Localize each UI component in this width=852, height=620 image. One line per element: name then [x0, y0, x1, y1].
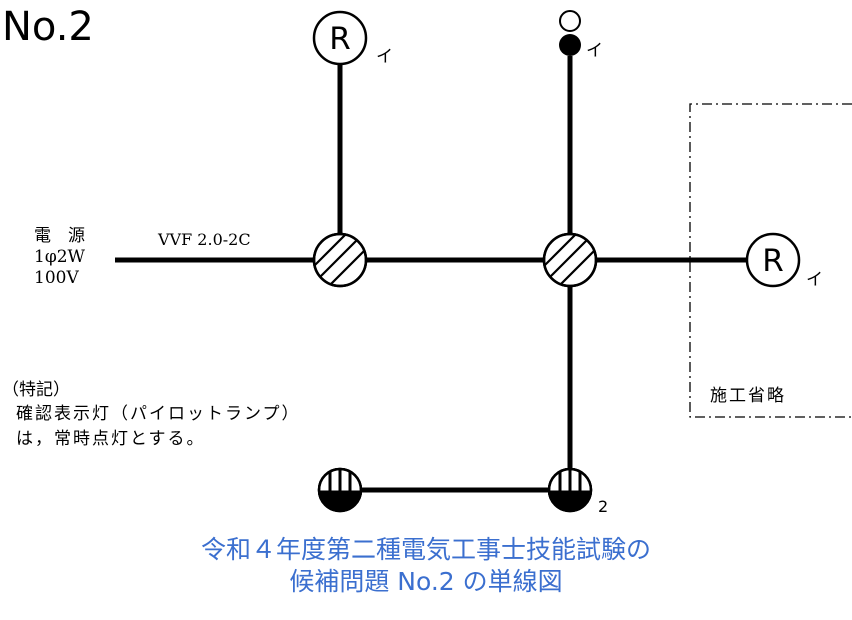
note-heading: （特記）	[2, 380, 70, 400]
junction-box-1	[312, 232, 368, 288]
problem-number: No.2	[2, 4, 94, 50]
switch-icon	[559, 34, 581, 56]
lamp-symbol-right: R	[762, 243, 784, 279]
power-source-title: 電 源	[34, 226, 85, 246]
lamp-symbol-top: R	[329, 21, 351, 57]
junction-box-2	[542, 232, 598, 288]
caption-line-2: 候補問題 No.2 の単線図	[289, 567, 563, 596]
omitted-area-boundary	[689, 103, 852, 418]
power-source-voltage: 100V	[34, 268, 79, 288]
switch-with-pilot-lamp: イ	[559, 10, 603, 61]
note-body: 確認表示灯（パイロットランプ）は，常時点灯とする。	[16, 404, 301, 449]
lamp-switch-ref-right: イ	[806, 270, 823, 290]
lamp-switch-ref-top: イ	[376, 47, 393, 67]
power-source-label: 電 源 1φ2W 100V	[34, 226, 85, 289]
wires	[115, 56, 746, 493]
diagram-caption: 令和４年度第二種電気工事士技能試験の 候補問題 No.2 の単線図	[0, 534, 852, 598]
power-source-phase: 1φ2W	[34, 247, 86, 267]
outlet-left	[317, 467, 363, 513]
outlet-right: 2	[547, 467, 608, 516]
outlet-count: 2	[598, 497, 608, 516]
cable-label: VVF 2.0-2C	[158, 230, 251, 249]
omitted-area-label: 施工省略	[710, 386, 786, 406]
caption-line-1: 令和４年度第二種電気工事士技能試験の	[200, 535, 651, 564]
lamp-receptacle-right: R イ	[745, 232, 823, 290]
pilot-lamp-icon	[559, 10, 581, 32]
switch-ref: イ	[586, 41, 603, 61]
lamp-receptacle-top: R イ	[312, 10, 393, 67]
